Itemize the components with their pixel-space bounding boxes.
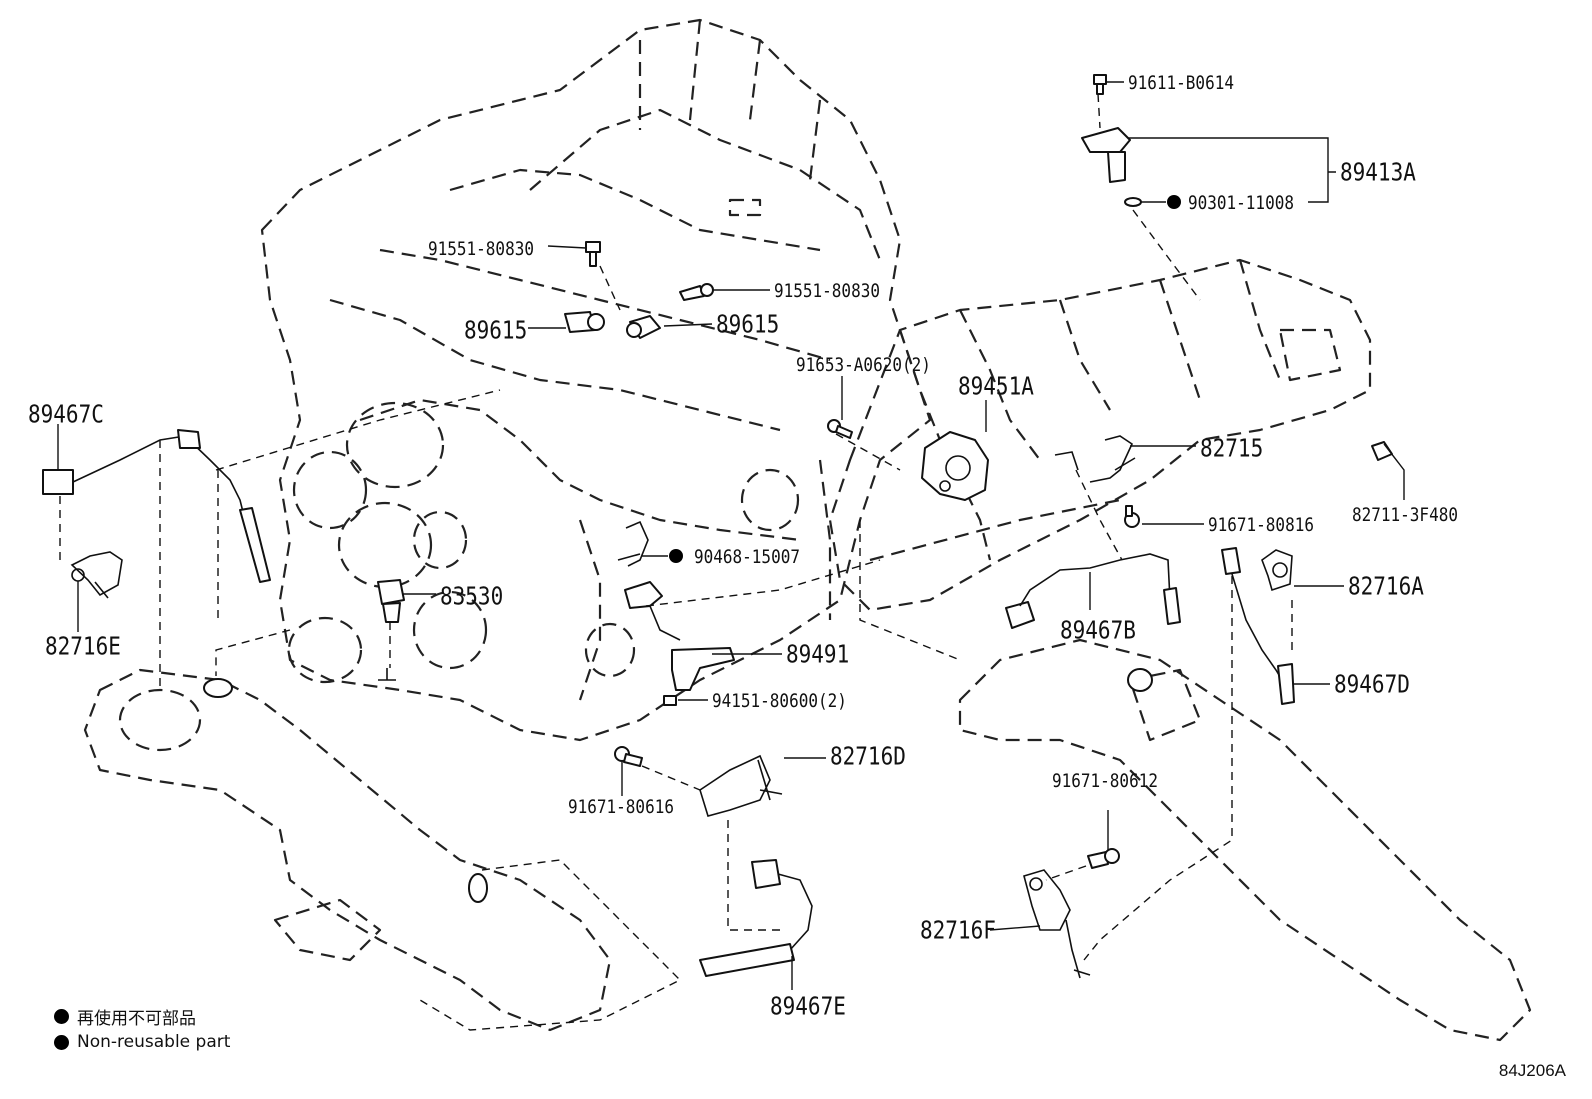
bracket-82716e [70,551,123,599]
label-89615: 89615 [716,309,780,339]
oxygen-sensor-89467b [1005,553,1181,629]
locator-lines [59,93,1293,1031]
bolt-91671-80616 [614,746,643,767]
label-91671-80612: 91671-80612 [1052,769,1158,792]
speed-sensor-89413a [1081,127,1142,207]
label-90468-15007: 90468-15007 [694,545,800,568]
nonreusable-dot-icon [54,1009,69,1024]
label-89467e: 89467E [770,991,846,1021]
label-82716a: 82716A [1348,571,1424,601]
label-89491: 89491 [786,639,850,669]
bracket-82715 [1054,435,1136,483]
label-82711-3f480: 82711-3F480 [1352,503,1458,526]
legend-text-jp: 再使用不可部品 [77,1009,196,1029]
label-89615: 89615 [464,315,528,345]
bolt-91653-a0620 [827,419,853,439]
oxygen-sensor-89467d [1231,573,1295,705]
bracket-82716d [699,754,783,817]
label-82715: 82715 [1200,433,1264,463]
label-89467d: 89467D [1334,669,1410,699]
engine-outline [260,18,932,742]
cam-sensor-89491 [624,581,735,691]
legend-text-en: Non-reusable part [77,1032,231,1052]
figure-reference: 84J206A [1498,1061,1566,1080]
bracket-82716a [1221,547,1293,592]
label-91653-a0620: 91653-A0620(2) [796,353,931,376]
legend-row-jp: 再使用不可部品 [54,1004,196,1029]
right-exhaust-pipe [958,638,1532,1042]
label-91671-80816: 91671-80816 [1208,513,1314,536]
left-exhaust-pipe [83,668,612,1032]
engine-pulleys [287,401,800,684]
nut-94151-80600 [663,695,677,706]
legend-row-en: Non-reusable part [54,1032,230,1052]
bolt-91611-b0614 [1093,74,1107,95]
label-89451a: 89451A [958,371,1034,401]
label-83530: 83530 [440,581,504,611]
label-91551-80830: 91551-80830 [774,279,880,302]
label-90301-11008: 90301-11008 [1188,191,1294,214]
bracket-82716f [1023,869,1091,979]
label-91671-80616: 91671-80616 [568,795,674,818]
nonreusable-marker [1167,195,1181,209]
knock-sensor-89615 [564,311,661,339]
label-82716d: 82716D [830,741,906,771]
oxygen-sensor-89467c [42,429,271,583]
switch-83530 [377,579,405,681]
label-94151-80600: 94151-80600(2) [712,689,847,712]
label-91551-80830: 91551-80830 [428,237,534,260]
label-89467c: 89467C [28,399,104,429]
clamp-90468-15007 [617,520,649,567]
position-sensor-89451a [921,431,989,501]
nonreusable-dot-icon [54,1034,69,1050]
label-91611-b0614: 91611-B0614 [1128,71,1234,94]
label-82716f: 82716F [920,915,996,945]
nonreusable-marker [669,549,683,563]
label-89467b: 89467B [1060,615,1136,645]
oxygen-sensor-89467e [699,859,813,977]
bolt-91671-80816 [1124,505,1140,528]
label-82716e: 82716E [45,631,121,661]
bolt-91551-80830 [585,241,714,301]
label-89413a: 89413A [1340,157,1416,187]
leader-lines [57,81,1405,990]
bolt-91671-80612 [1087,848,1120,869]
